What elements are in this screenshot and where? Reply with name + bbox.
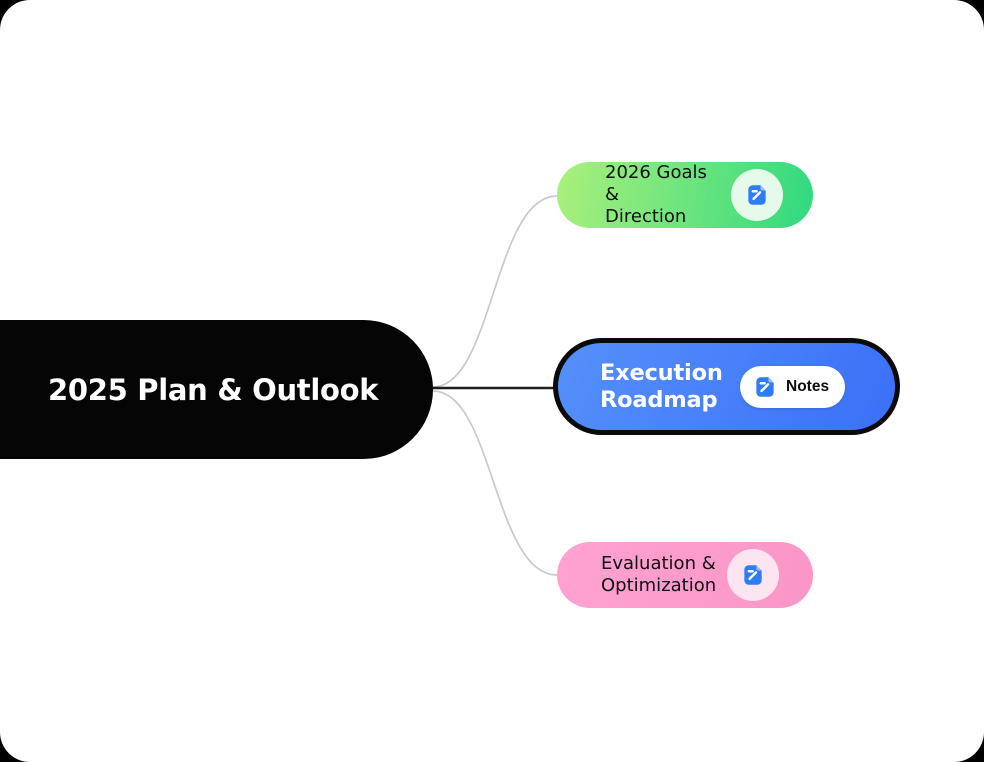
- connector-root-evaluation: [432, 390, 558, 576]
- node-evaluation-optimization[interactable]: Evaluation & Optimization: [557, 542, 813, 608]
- notes-icon: [756, 376, 774, 397]
- note-badge[interactable]: [727, 549, 779, 601]
- notes-button[interactable]: Notes: [740, 365, 846, 408]
- note-badge[interactable]: [731, 169, 783, 221]
- node-label: 2026 Goals & Direction: [605, 162, 707, 227]
- notes-button-label: Notes: [786, 377, 830, 395]
- node-2026-goals[interactable]: 2026 Goals & Direction: [557, 162, 813, 228]
- notes-icon: [748, 185, 766, 205]
- node-label: Execution Roadmap: [600, 359, 723, 413]
- notes-icon: [744, 565, 762, 585]
- root-node-label: 2025 Plan & Outlook: [48, 372, 379, 407]
- node-label: Evaluation & Optimization: [601, 553, 717, 596]
- node-execution-roadmap[interactable]: Execution Roadmap Notes: [553, 338, 900, 435]
- connector-root-goals: [432, 195, 558, 388]
- root-node-2025-plan[interactable]: 2025 Plan & Outlook: [0, 320, 433, 459]
